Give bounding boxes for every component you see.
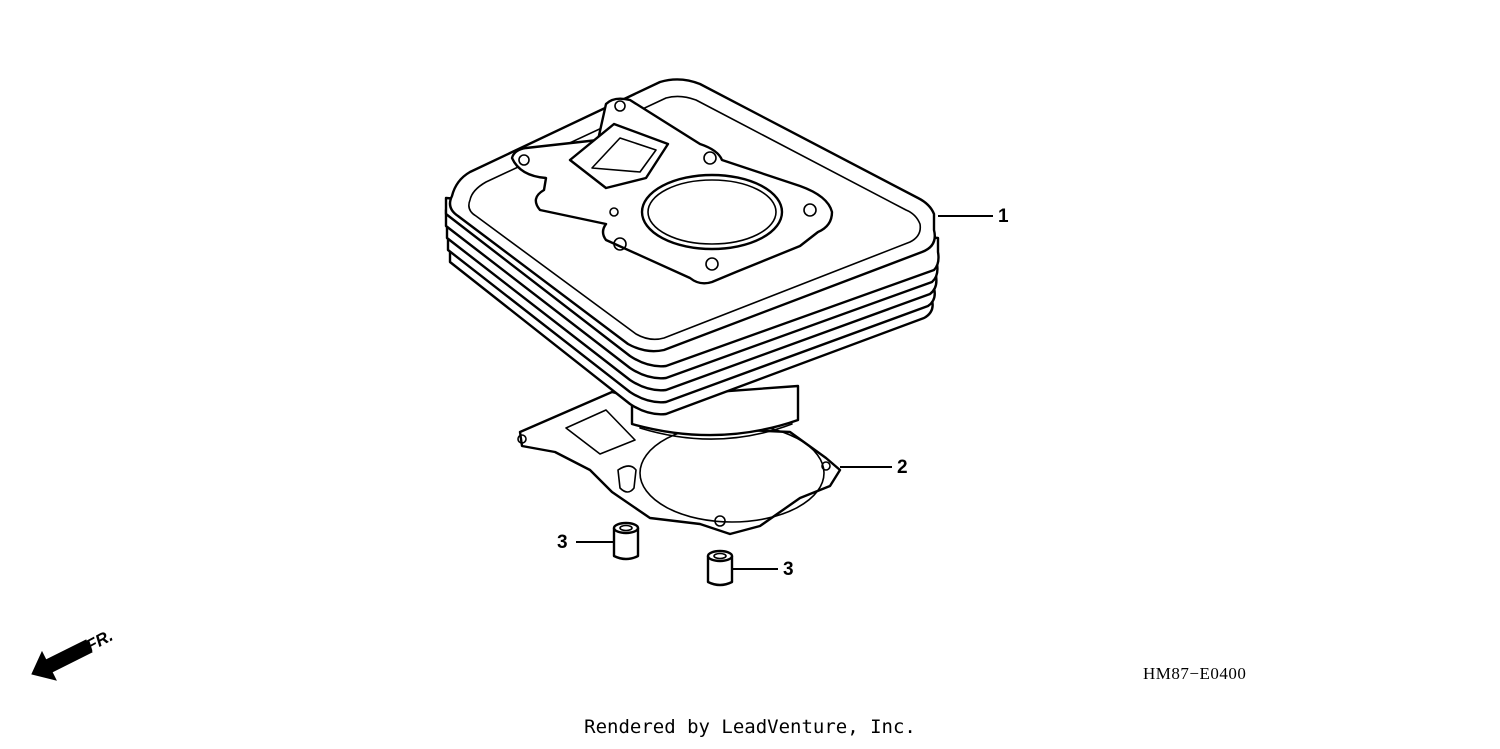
callout-2-label: 2 bbox=[897, 457, 908, 478]
arrow-left-down-icon bbox=[31, 639, 93, 681]
dowel-pin-right[interactable] bbox=[706, 549, 734, 587]
callout-1: 1 bbox=[938, 206, 1009, 227]
footer-credit: Rendered by LeadVenture, Inc. bbox=[584, 716, 916, 738]
callout-3-right: 3 bbox=[732, 559, 794, 580]
callout-3-left-label: 3 bbox=[557, 532, 568, 553]
front-direction-marker: FR. bbox=[31, 626, 116, 681]
diagram-code: HM87−E0400 bbox=[1143, 664, 1247, 683]
callout-3-left: 3 bbox=[557, 532, 614, 553]
callout-1-label: 1 bbox=[998, 206, 1009, 227]
cylinder[interactable] bbox=[444, 78, 940, 440]
callout-3-right-label: 3 bbox=[783, 559, 794, 580]
callout-2: 2 bbox=[840, 457, 908, 478]
dowel-pin-left[interactable] bbox=[612, 521, 640, 561]
